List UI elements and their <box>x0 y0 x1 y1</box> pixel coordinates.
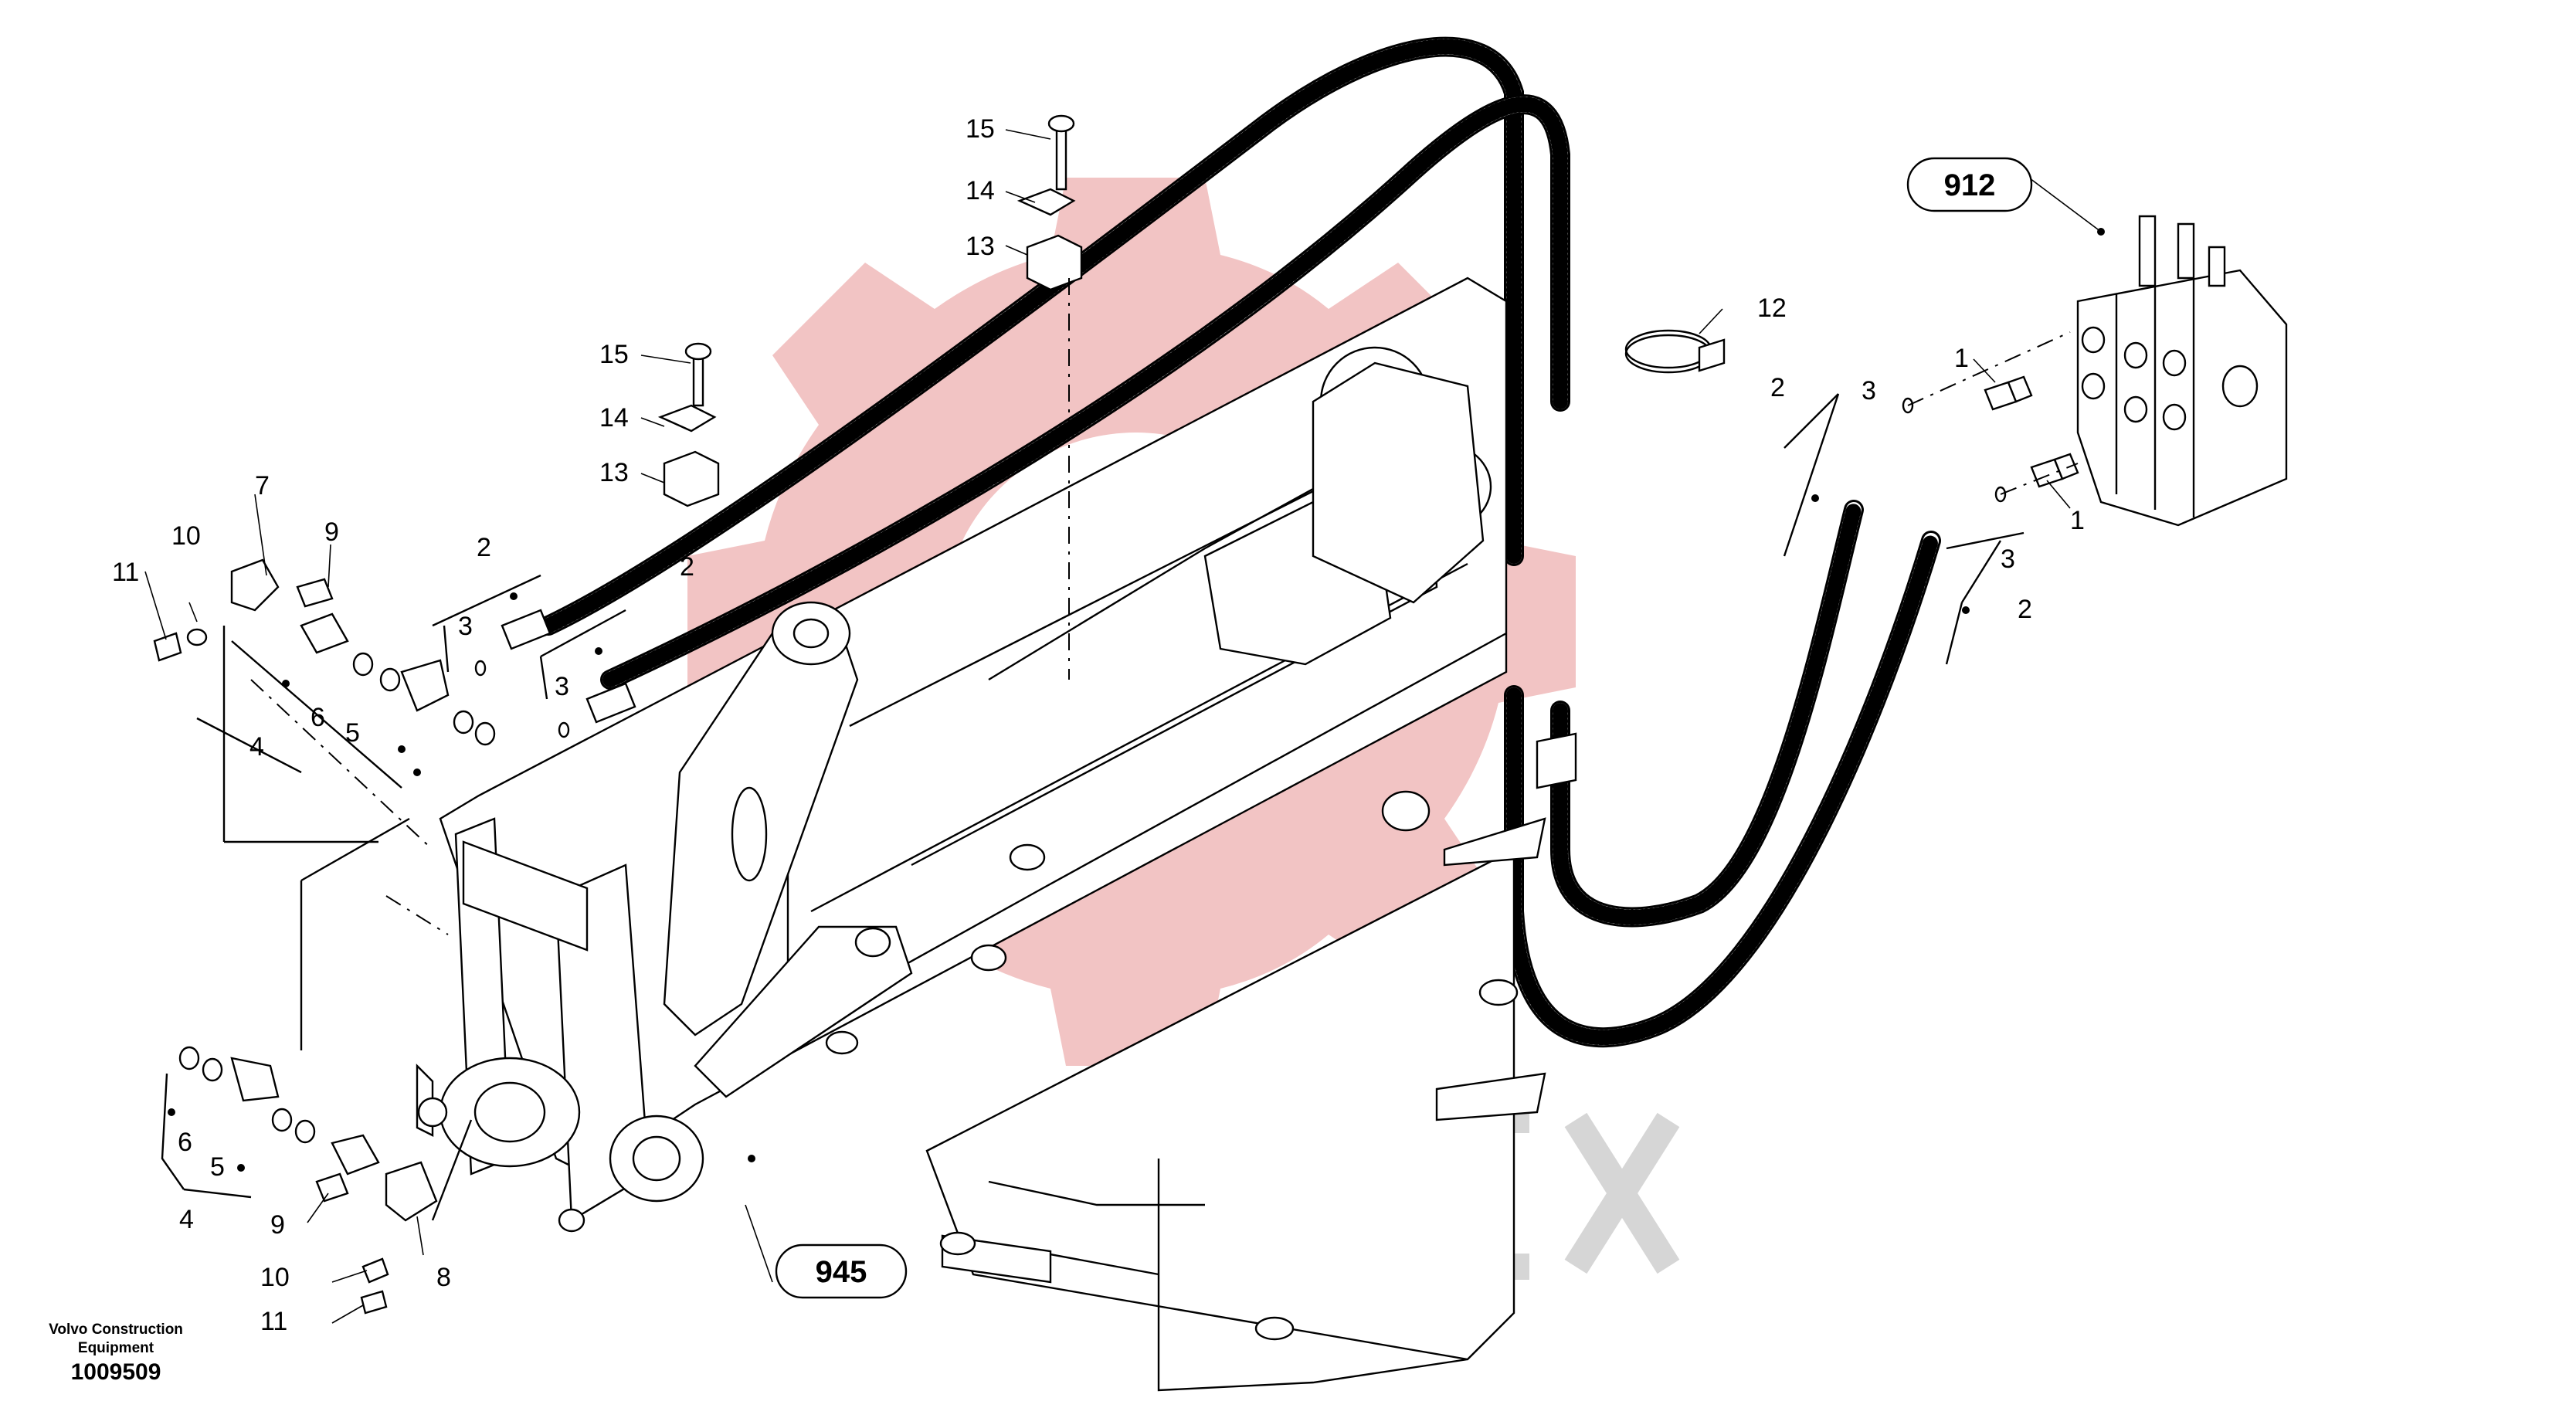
callout-11-upper: 11 <box>112 558 139 587</box>
lower-loop-hose-a <box>1550 500 1864 928</box>
callout-3-right-upper: 3 <box>1862 376 1876 405</box>
callout-labels: 15 14 13 15 14 13 12 1 1 2 3 3 2 2 2 3 3… <box>112 114 2085 1336</box>
cylinder-fittings-upper <box>153 558 496 746</box>
callout-2-right-lower: 2 <box>2018 595 2032 624</box>
callout-2-left-b: 2 <box>680 552 694 582</box>
lift-arm-linkage <box>416 601 1046 1233</box>
callout-15-upper: 15 <box>966 114 995 144</box>
valve-fitting-upper <box>1984 375 2033 411</box>
long-hose-upper <box>538 36 1524 636</box>
callout-2-right-upper: 2 <box>1770 373 1785 402</box>
callout-11-lower: 11 <box>260 1307 287 1336</box>
hose-band-clamp <box>1624 329 1726 374</box>
reference-945-label: 945 <box>816 1255 867 1289</box>
callout-14-lower: 14 <box>599 403 629 433</box>
callout-5-lower: 5 <box>210 1152 225 1182</box>
oring-left-a <box>474 660 487 677</box>
lower-loop-hose-b <box>1504 531 1941 1048</box>
reference-badge-912: 912 <box>1906 157 2033 212</box>
callout-7: 7 <box>255 471 270 500</box>
callout-6-upper: 6 <box>311 703 325 732</box>
long-hose-lower <box>600 94 1570 690</box>
leader-dots <box>168 228 2105 1172</box>
leader-lines <box>144 129 2102 1324</box>
valve-axis-line-upper <box>1907 331 2071 406</box>
callout-10-upper: 10 <box>171 521 201 551</box>
footer-block: Volvo Construction Equipment 1009509 <box>0 1321 232 1386</box>
callout-3-right-lower: 3 <box>2001 545 2015 574</box>
callout-15-lower: 15 <box>599 340 629 369</box>
callout-13-upper: 13 <box>966 232 995 261</box>
callout-4-upper: 4 <box>249 732 264 762</box>
callout-1-lower: 1 <box>2070 506 2085 535</box>
callout-14-upper: 14 <box>966 176 995 205</box>
hose-clamp-lower <box>657 342 720 507</box>
callout-2-left-a: 2 <box>477 533 491 562</box>
valve-axis-line-lower <box>2000 463 2079 495</box>
hose-end-fitting-a <box>501 609 552 650</box>
callout-13-lower: 13 <box>599 458 629 487</box>
callout-3-left-b: 3 <box>555 672 569 701</box>
oring-left-b <box>558 721 570 738</box>
callout-12: 12 <box>1757 293 1787 323</box>
callout-4-lower: 4 <box>179 1205 194 1234</box>
callout-10-lower: 10 <box>260 1263 290 1292</box>
hose-end-fitting-b <box>585 682 636 724</box>
callout-3-left-a: 3 <box>458 612 473 641</box>
control-valve <box>2076 215 2288 527</box>
callout-6-lower: 6 <box>178 1128 192 1157</box>
footer-company-line2: Equipment <box>77 1340 154 1356</box>
footer-company-line1: Volvo Construction <box>49 1321 183 1338</box>
cylinder-fittings-lower <box>178 1046 438 1315</box>
footer-drawing-number: 1009509 <box>70 1359 161 1385</box>
reference-912-label: 912 <box>1944 168 1996 202</box>
reference-badge-945: 945 <box>775 1243 908 1299</box>
callout-9-lower: 9 <box>270 1210 285 1240</box>
callout-5-upper: 5 <box>345 718 360 748</box>
callout-8: 8 <box>436 1263 451 1292</box>
hose-clamp-upper <box>1016 114 1083 291</box>
callout-9-upper: 9 <box>324 517 339 547</box>
valve-fitting-lower <box>2030 453 2079 488</box>
callout-1-upper: 1 <box>1954 344 1969 373</box>
